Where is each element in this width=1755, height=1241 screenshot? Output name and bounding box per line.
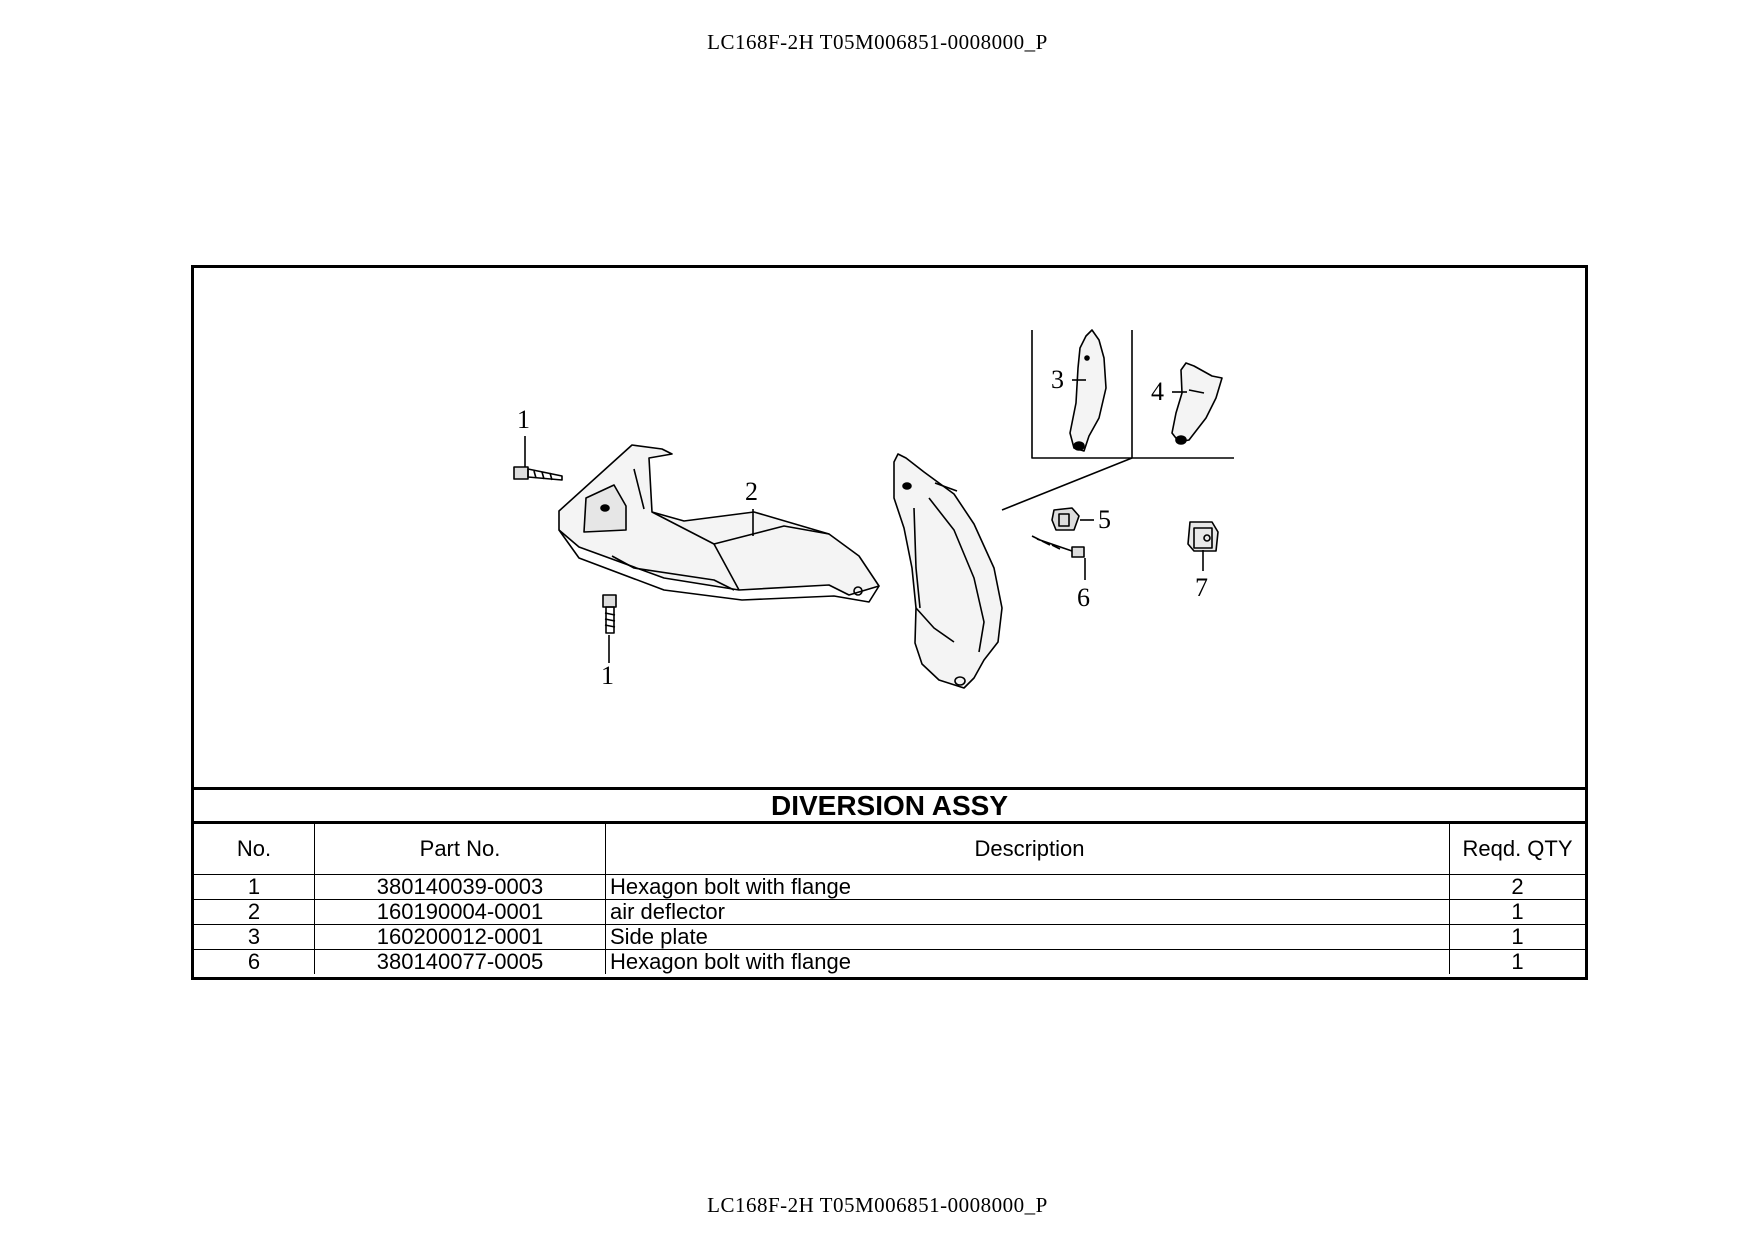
- row-qty: 1: [1449, 949, 1585, 974]
- air-deflector-drawing: [558, 444, 880, 603]
- row-part-no: 160200012-0001: [314, 924, 606, 950]
- callout-5: 5: [1098, 505, 1111, 534]
- row-qty: 1: [1449, 924, 1585, 950]
- bolt-1-lower-drawing: [602, 594, 617, 634]
- document-header: LC168F-2H T05M006851-0008000_P: [707, 30, 1048, 54]
- callout-4: 4: [1151, 377, 1164, 406]
- row-description: Hexagon bolt with flange: [605, 949, 1450, 974]
- row-qty: 2: [1449, 874, 1585, 900]
- detail-box-drawing: [934, 330, 1234, 511]
- part-4-drawing: [1171, 362, 1223, 445]
- header-no: No.: [194, 824, 315, 875]
- callout-7: 7: [1195, 573, 1208, 602]
- bolt-1-upper-drawing: [513, 466, 563, 481]
- part-7-drawing: [1187, 521, 1219, 552]
- part-5-drawing: [1051, 507, 1080, 531]
- row-description: air deflector: [605, 899, 1450, 925]
- callout-3: 3: [1051, 365, 1064, 394]
- row-no: 3: [194, 924, 315, 950]
- part-3-drawing: [1069, 329, 1107, 452]
- side-plate-drawing: [893, 453, 1003, 689]
- parts-table: No. Part No. Description Reqd. QTY 1 380…: [194, 824, 1585, 974]
- row-description: Side plate: [605, 924, 1450, 950]
- row-no: 2: [194, 899, 315, 925]
- callout-6: 6: [1077, 583, 1090, 612]
- row-qty: 1: [1449, 899, 1585, 925]
- exploded-parts-diagram: 1 2 1 3 4 5 6 7: [194, 268, 1585, 787]
- header-description: Description: [605, 824, 1450, 875]
- table-row: 3 160200012-0001 Side plate 1: [194, 924, 1585, 950]
- table-header-row: No. Part No. Description Reqd. QTY: [194, 824, 1585, 875]
- row-no: 1: [194, 874, 315, 900]
- row-part-no: 380140077-0005: [314, 949, 606, 974]
- header-qty: Reqd. QTY: [1449, 824, 1585, 875]
- row-part-no: 160190004-0001: [314, 899, 606, 925]
- table-row: 1 380140039-0003 Hexagon bolt with flang…: [194, 874, 1585, 900]
- row-no: 6: [194, 949, 315, 974]
- table-row: 2 160190004-0001 air deflector 1: [194, 899, 1585, 925]
- assembly-title: DIVERSION ASSY: [194, 787, 1585, 824]
- callout-2: 2: [745, 477, 758, 506]
- document-footer: LC168F-2H T05M006851-0008000_P: [707, 1193, 1048, 1217]
- row-part-no: 380140039-0003: [314, 874, 606, 900]
- diagram-svg: 1 2 1 3 4 5 6 7: [513, 329, 1234, 690]
- row-description: Hexagon bolt with flange: [605, 874, 1450, 900]
- parts-sheet-frame: 1 2 1 3 4 5 6 7 DIVERSION ASSY No. Part …: [191, 265, 1588, 980]
- callout-1-upper: 1: [517, 405, 530, 434]
- callout-1-lower: 1: [601, 661, 614, 690]
- part-6-drawing: [1031, 535, 1085, 558]
- header-part-no: Part No.: [314, 824, 606, 875]
- table-row: 6 380140077-0005 Hexagon bolt with flang…: [194, 949, 1585, 974]
